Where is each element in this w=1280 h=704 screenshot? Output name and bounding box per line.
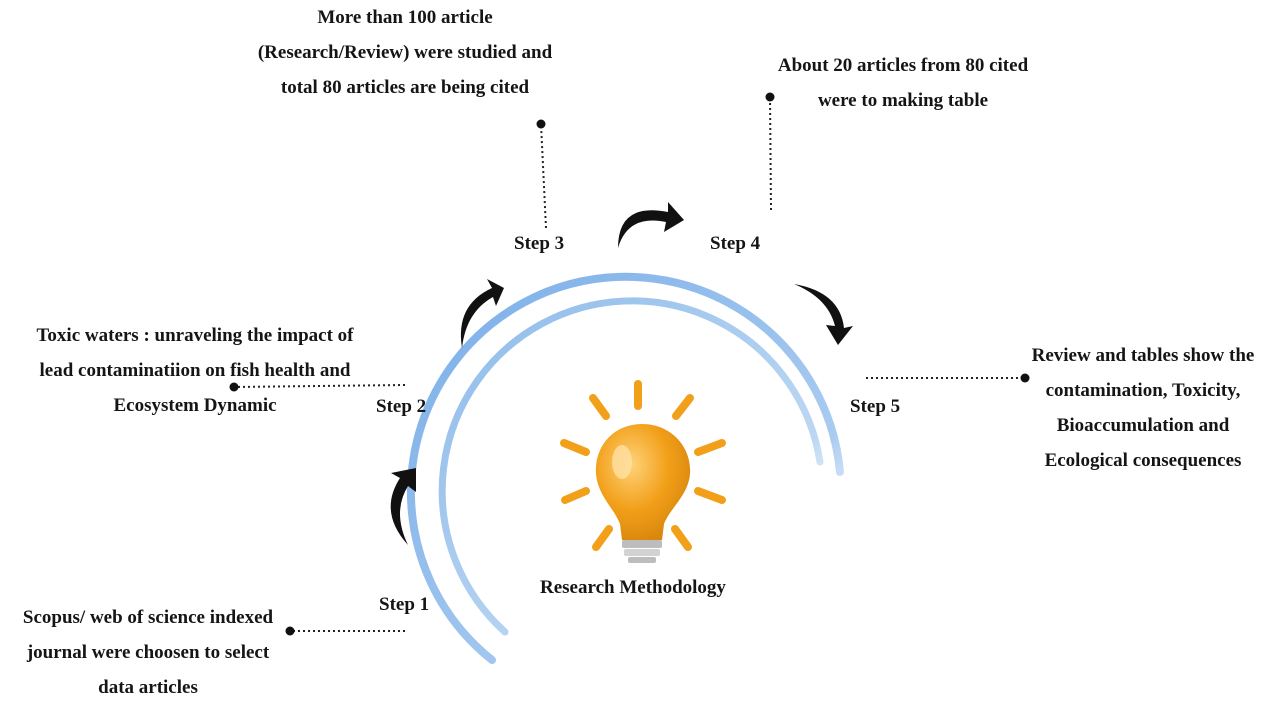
inner-ring: [438, 297, 824, 636]
step-1-label: Step 1: [379, 594, 430, 615]
step-1-line-1: Scopus/ web of science indexed: [22, 607, 274, 628]
diagram-title: Research Methodology: [540, 577, 726, 598]
step-2-description: Toxic waters : unraveling the impact of …: [5, 318, 385, 423]
step-1-description: Scopus/ web of science indexed journal w…: [0, 600, 296, 704]
step-2-line-2: lead contaminatiion on fish health and: [39, 360, 351, 381]
step-3-line-2: (Research/Review) were studied and: [257, 42, 553, 63]
step-5-line-1: Review and tables show the: [1031, 345, 1255, 366]
step-3-line-3: total 80 articles are being cited: [280, 77, 530, 98]
step-4-line-1: About 20 articles from 80 cited: [777, 55, 1029, 76]
step-5-line-4: Ecological consequences: [1044, 450, 1242, 471]
step-3-line-1: More than 100 article: [317, 7, 493, 28]
step-5-line-3: Bioaccumulation and: [1056, 415, 1230, 436]
step-3-label: Step 3: [514, 233, 565, 254]
step-5-label: Step 5: [850, 396, 901, 417]
step-1-line-3: data articles: [98, 677, 198, 698]
step-4-description: About 20 articles from 80 cited were to …: [748, 48, 1058, 118]
step-5-line-2: contamination, Toxicity,: [1045, 380, 1241, 401]
step-4-line-2: were to making table: [817, 90, 989, 111]
connector-dots: [229, 92, 1030, 636]
step-2-label: Step 2: [376, 396, 427, 417]
step-1-line-2: journal were choosen to select: [26, 642, 270, 663]
step-3-description: More than 100 article (Research/Review) …: [225, 0, 585, 105]
step-2-line-1: Toxic waters : unraveling the impact of: [36, 325, 354, 346]
step-5-description: Review and tables show the contamination…: [1006, 338, 1280, 478]
lightbulb-icon: [560, 380, 726, 563]
step-2-line-3: Ecosystem Dynamic: [113, 395, 277, 416]
outer-ring: [406, 272, 844, 664]
connector-lines: [233, 96, 1025, 632]
curved-arrow-icon: [390, 202, 853, 545]
step-4-label: Step 4: [710, 233, 761, 254]
